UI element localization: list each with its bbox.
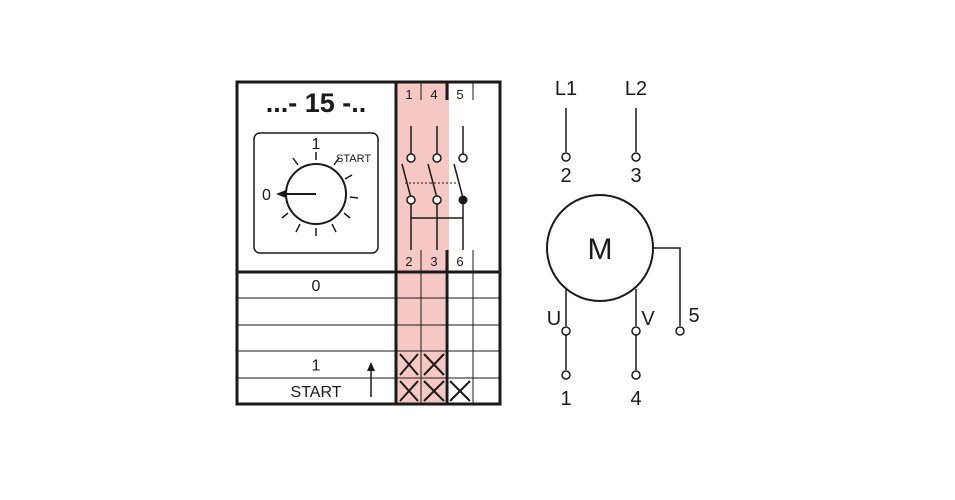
contact-closed-mark-icon [423,380,445,402]
supply-terminal-3: 3 [630,165,641,187]
supply-line-l1: L1 [555,78,577,100]
contact-closed-mark-icon [399,353,419,376]
switch-contacts [401,126,468,250]
contact-closed-mark-icon [423,353,445,376]
start-arrow-head-icon [367,362,375,371]
motor-symbol: M [588,233,613,266]
dial-label-start: START [336,153,371,165]
terminal-top-4: 4 [430,87,437,102]
aux-terminal-5: 5 [688,305,699,327]
table-row-label: 1 [312,358,321,375]
winding-v: V [641,308,655,330]
motor-terminal-1: 1 [560,388,571,410]
supply-line-l2: L2 [625,78,647,100]
terminal-bottom-6: 6 [456,254,463,269]
motor-wires [561,247,685,380]
supply-terminal-2: 2 [560,165,571,187]
contact-closed-mark-icon [449,380,471,402]
positions-marks [399,353,471,402]
terminal-bottom-3: 3 [430,254,437,269]
dial-face [253,132,379,254]
winding-u: U [547,308,561,330]
dial-ticks [281,152,359,236]
dial-label-zero: 0 [262,187,271,204]
table-row-label: 0 [312,278,321,295]
supply-wires [561,108,641,162]
terminal-top-5: 5 [456,87,463,102]
switch-title: ...- 15 -.. [266,88,367,118]
terminal-bottom-2: 2 [405,254,412,269]
contact-closed-dot [458,195,468,205]
dial-pointer-arrow-icon [276,190,286,198]
switch-box [235,80,502,406]
motor-terminal-4: 4 [630,388,641,410]
terminal-top-1: 1 [405,87,412,102]
dial-label-one: 1 [312,136,321,153]
contact-closed-mark-icon [399,380,419,402]
table-row-label: START [291,384,342,401]
